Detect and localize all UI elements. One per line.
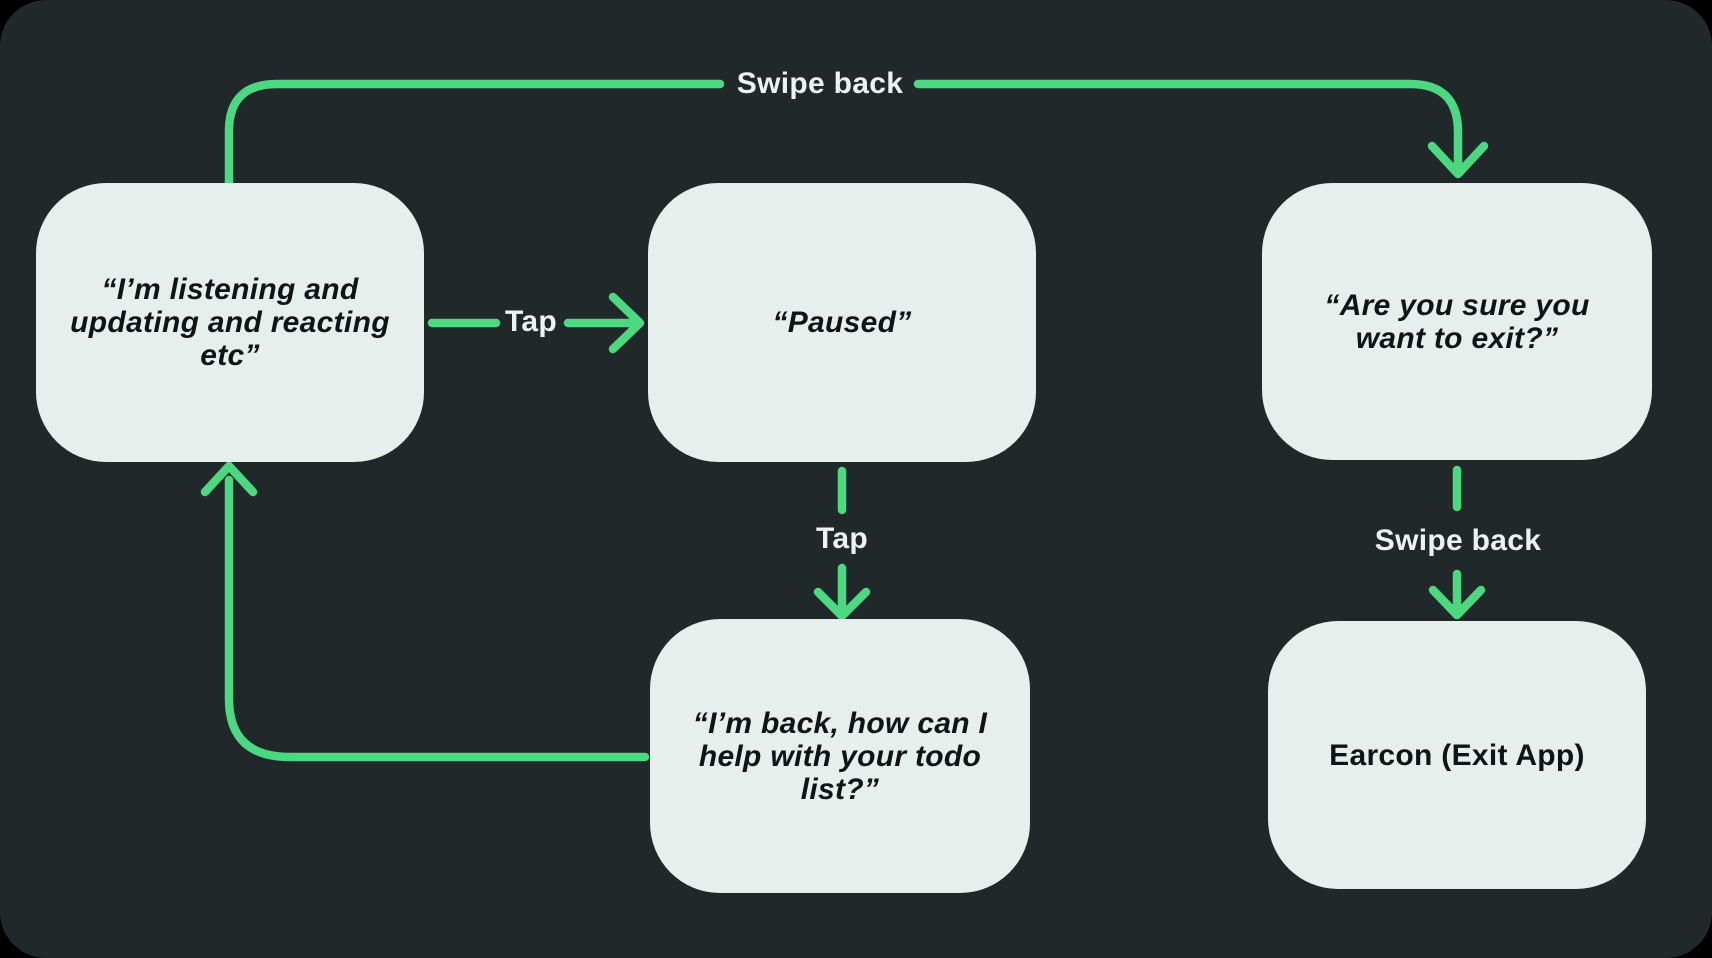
edge-label-swipe-back-top: Swipe back bbox=[736, 67, 904, 100]
node-paused: “Paused” bbox=[648, 183, 1036, 462]
arrow-swipe-back-down-arrowhead-icon bbox=[1428, 585, 1486, 620]
node-listening: “I’m listening and updating and reacting… bbox=[36, 183, 424, 462]
node-earcon-exit: Earcon (Exit App) bbox=[1268, 621, 1646, 889]
arrow-return-loop-arrowhead-icon bbox=[200, 461, 258, 497]
edge-label-tap-vertical: Tap bbox=[815, 522, 869, 555]
node-earcon-exit-text: Earcon (Exit App) bbox=[1329, 738, 1585, 772]
arrow-tap-down-arrowhead-icon bbox=[813, 587, 871, 621]
edge-label-tap-horizontal: Tap bbox=[504, 305, 558, 338]
arrow-swipe-back-loop-arrowhead-icon bbox=[1427, 141, 1489, 179]
arrow-tap-right-arrowhead-icon bbox=[608, 292, 645, 354]
node-back-todo: “I’m back, how can I help with your todo… bbox=[650, 619, 1030, 893]
arrow-return-loop-segment bbox=[224, 475, 650, 762]
node-paused-text: “Paused” bbox=[772, 306, 912, 339]
arrow-swipe-back-loop-left-segment bbox=[224, 79, 725, 190]
edge-label-swipe-back-right: Swipe back bbox=[1374, 524, 1542, 557]
node-back-todo-text: “I’m back, how can I help with your todo… bbox=[692, 706, 988, 806]
node-listening-text: “I’m listening and updating and reacting… bbox=[70, 273, 390, 372]
node-confirm-exit-text: “Are you sure you want to exit?” bbox=[1324, 288, 1590, 355]
arrow-swipe-back-loop-right-segment bbox=[913, 79, 1463, 173]
node-confirm-exit: “Are you sure you want to exit?” bbox=[1262, 183, 1652, 460]
